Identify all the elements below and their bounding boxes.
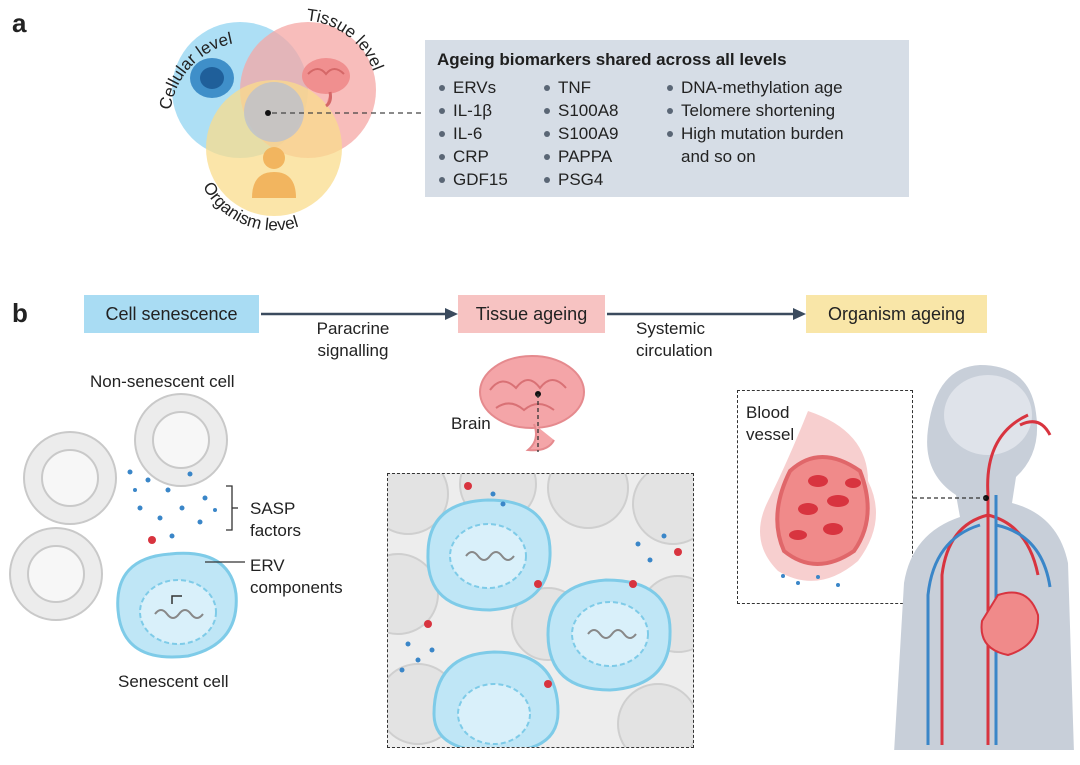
venn-center-dot (265, 110, 271, 116)
tissue-inset (387, 473, 694, 748)
systemic-line-1: Systemic (636, 319, 705, 338)
erv-components (424, 482, 682, 688)
stage-organism-ageing: Organism ageing (806, 295, 987, 333)
brain-illustration (479, 355, 585, 452)
heart-icon (980, 591, 1040, 657)
sasp-line-1: SASP (250, 499, 296, 518)
erv-line-2: components (250, 578, 343, 597)
systemic-label: Systemic circulation (636, 318, 746, 362)
blood-vessel-illustration (760, 411, 876, 587)
sasp-line-2: factors (250, 521, 302, 540)
biomarker-item: IL-1β (437, 99, 508, 122)
cell-icon (190, 58, 234, 98)
sasp-factors (399, 491, 667, 673)
biomarker-column-2: TNF S100A8 S100A9 PAPPA PSG4 (542, 76, 619, 191)
arrow-systemic (607, 308, 806, 320)
person-icon (252, 147, 296, 198)
biomarker-item: PAPPA (542, 145, 619, 168)
non-senescent-cell (134, 393, 228, 487)
brain-label: Brain (451, 414, 491, 433)
senescent-cell (432, 650, 560, 747)
tissue-cells (388, 474, 693, 747)
biomarker-column-1: ERVs IL-1β IL-6 CRP GDF15 (437, 76, 508, 191)
senescence-illustration (9, 393, 245, 659)
non-senescent-cell (23, 431, 117, 525)
venn-center-overlap (244, 82, 304, 142)
flow-arrows (261, 308, 806, 320)
panel-b-letter: b (12, 298, 28, 328)
venn-diagram: Cellular level Tissue level Organism lev… (156, 5, 388, 234)
blood-vessel-line-2: vessel (746, 425, 795, 444)
biomarker-item: DNA-methylation age (665, 76, 844, 99)
blood-vessel-label: Blood vessel (746, 402, 794, 446)
paracrine-label: Paracrine signalling (298, 318, 408, 362)
systemic-line-2: circulation (636, 341, 713, 360)
senescent-cell (426, 498, 552, 612)
sasp-bracket (205, 485, 245, 563)
biomarker-item: PSG4 (542, 168, 619, 191)
paracrine-line-1: Paracrine (316, 319, 390, 338)
sasp-label: SASP factors (250, 498, 301, 542)
biomarker-item: S100A9 (542, 122, 619, 145)
non-senescent-label: Non-senescent cell (90, 372, 235, 391)
erv-label: ERV components (250, 555, 343, 599)
biomarker-item-continuation: and so on (681, 147, 756, 166)
brain-icon (302, 58, 350, 108)
senescent-cell (116, 551, 238, 659)
body-illustration (894, 365, 1074, 750)
non-senescent-cell (9, 527, 103, 621)
erv-line-1: ERV (250, 556, 285, 575)
stage-tissue-ageing: Tissue ageing (458, 295, 605, 333)
biomarker-item: High mutation burden (665, 122, 844, 145)
biomarker-title: Ageing biomarkers shared across all leve… (437, 50, 787, 69)
biomarker-item: CRP (437, 145, 508, 168)
biomarker-column-3: DNA-methylation age Telomere shortening … (665, 76, 844, 168)
biomarker-item: ERVs (437, 76, 508, 99)
biomarker-item: Telomere shortening (665, 99, 844, 122)
panel-a-letter: a (12, 8, 27, 38)
biomarker-item: TNF (542, 76, 619, 99)
biomarker-item: IL-6 (437, 122, 508, 145)
biomarker-box: Ageing biomarkers shared across all leve… (425, 40, 909, 197)
senescent-cell (546, 578, 672, 692)
biomarker-item: S100A8 (542, 99, 619, 122)
red-blood-cells (789, 475, 861, 540)
biomarker-item: GDF15 (437, 168, 508, 191)
paracrine-line-2: signalling (317, 341, 389, 360)
senescent-label: Senescent cell (118, 672, 229, 691)
arrow-paracrine (261, 308, 458, 320)
leader-line (272, 112, 425, 114)
blood-vessel-line-1: Blood (746, 403, 790, 422)
blood-vessel-inset (737, 390, 913, 604)
sasp-factors (127, 469, 217, 539)
stage-cell-senescence: Cell senescence (84, 295, 259, 333)
